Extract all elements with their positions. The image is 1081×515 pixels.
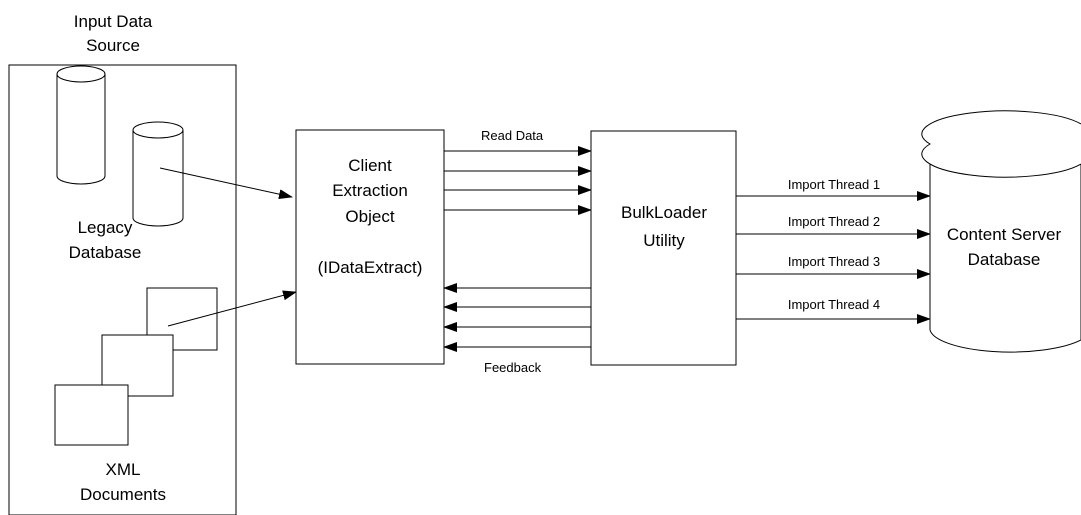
legacy-database-cylinder-front [132, 121, 184, 227]
legacy-label-line2: Database [69, 243, 142, 262]
extraction-label-line4: (IDataExtract) [318, 258, 423, 277]
extraction-label-line3: Object [345, 207, 394, 226]
client-extraction-object: Client Extraction Object (IDataExtract) [295, 129, 445, 365]
import-thread-4-label: Import Thread 4 [788, 297, 880, 312]
extraction-label-line1: Client [348, 156, 392, 175]
xml-to-extraction-arrow [167, 290, 297, 327]
bulkloader-label-line1: BulkLoader [621, 203, 707, 222]
import-thread-1-label: Import Thread 1 [788, 177, 880, 192]
content-db-cylinder-top [921, 110, 1081, 178]
content-server-database: Content Server Database [921, 110, 1081, 353]
import-thread-2-label: Import Thread 2 [788, 214, 880, 229]
source-title-line2: Source [86, 36, 140, 55]
bulkloader-label-line2: Utility [643, 231, 685, 250]
import-thread-3-label: Import Thread 3 [788, 254, 880, 269]
xml-label-line2: Documents [80, 485, 166, 504]
input-data-source-panel: Input Data Source Legacy Database XML Do… [8, 12, 237, 515]
xml-label-line1: XML [106, 460, 141, 479]
source-title-line1: Input Data [74, 12, 153, 31]
bulkloader-utility: BulkLoader Utility [590, 130, 737, 366]
feedback-label: Feedback [484, 360, 542, 375]
bulkloader-box [590, 130, 737, 366]
read-data-label: Read Data [481, 128, 544, 143]
content-db-cylinder-body [929, 140, 1081, 353]
legacy-database-cylinder-back [56, 65, 106, 185]
extraction-label-line2: Extraction [332, 181, 408, 200]
legacy-to-extraction-arrow [159, 167, 293, 200]
xml-document-page-front [54, 384, 129, 446]
content-db-label-line2: Database [968, 250, 1041, 269]
content-db-label-line1: Content Server [947, 225, 1062, 244]
legacy-label-line1: Legacy [78, 218, 133, 237]
extraction-box [295, 129, 445, 365]
